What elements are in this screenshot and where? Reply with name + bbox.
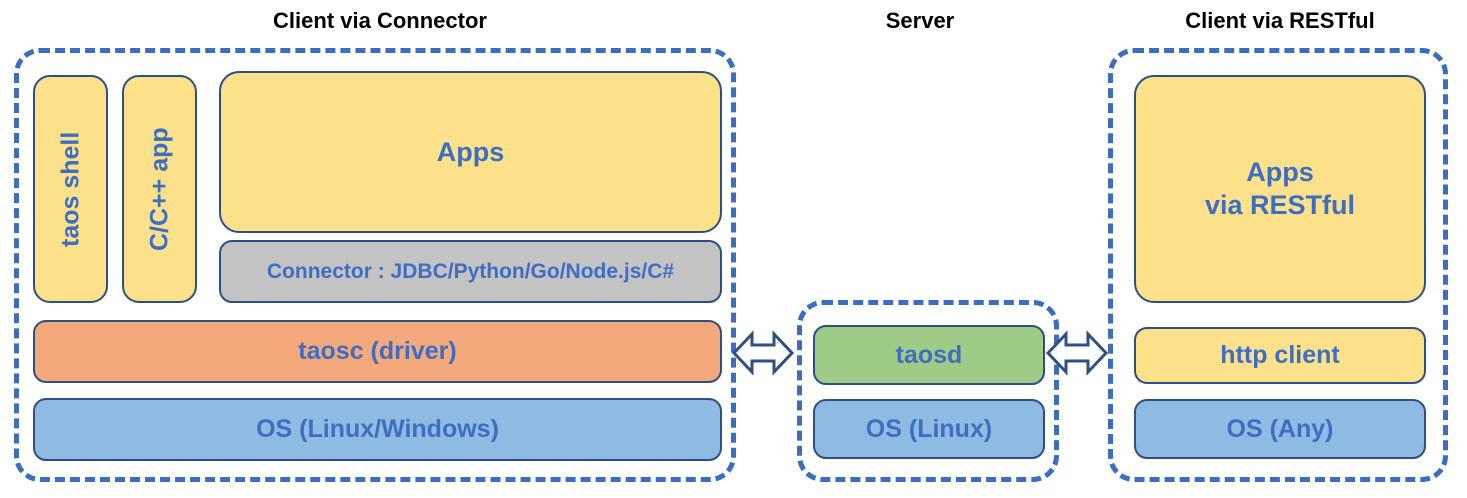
section-title-server: Server — [885, 8, 955, 33]
group-server — [797, 300, 1059, 482]
box-c-cpp-app: C/C++ app — [122, 75, 197, 303]
box-apps-via-restful-label: Apps via RESTful — [1205, 156, 1355, 222]
section-title-client-restful: Client via RESTful — [1185, 8, 1375, 33]
group-client-via-restful — [1108, 48, 1448, 482]
box-connector-libraries: Connector : JDBC/Python/Go/Node.js/C# — [219, 240, 722, 303]
box-taos-shell: taos shell — [33, 75, 108, 303]
apps-line-1: Apps — [1246, 157, 1314, 188]
box-os-linux: OS (Linux) — [813, 399, 1045, 459]
double-arrow-icon-right — [1046, 325, 1108, 381]
box-taosd: taosd — [813, 325, 1045, 385]
apps-line-2: via RESTful — [1204, 190, 1356, 220]
box-taosc-driver: taosc (driver) — [33, 320, 722, 383]
box-os-linux-windows: OS (Linux/Windows) — [33, 398, 722, 461]
box-os-any: OS (Any) — [1134, 399, 1426, 459]
section-title-client-connector: Client via Connector — [273, 8, 487, 33]
double-arrow-icon-left — [732, 325, 794, 381]
box-http-client: http client — [1134, 327, 1426, 384]
box-apps: Apps — [219, 71, 722, 233]
group-client-via-connector — [14, 48, 736, 482]
box-apps-via-restful: Apps via RESTful — [1134, 75, 1426, 303]
